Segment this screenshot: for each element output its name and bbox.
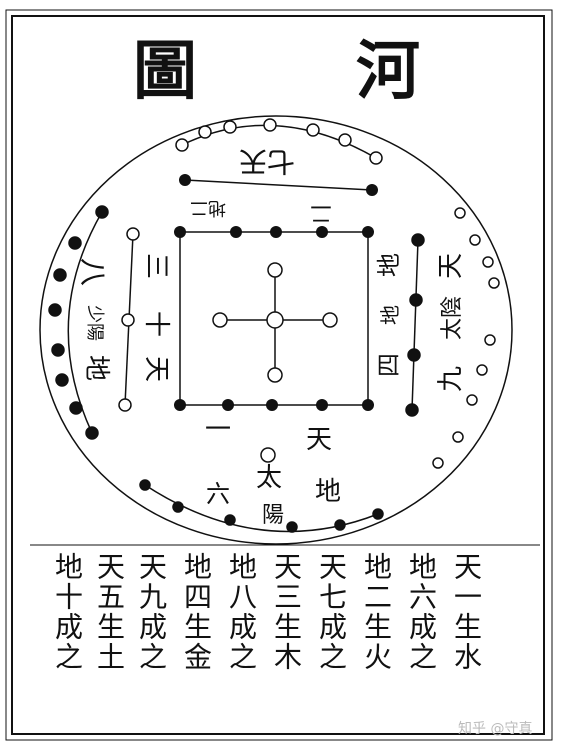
text-column-10: 地十成之 xyxy=(51,552,84,672)
label-bottom-yang-2: 陽 xyxy=(262,503,284,528)
text-column-5: 天三生木 xyxy=(270,552,303,672)
outer-border-thin xyxy=(5,9,553,741)
top-seven-dots xyxy=(175,118,383,165)
label-right-di: 地 xyxy=(375,253,403,277)
text-column-6: 地八成之 xyxy=(225,552,258,672)
text-column-9: 天五生土 xyxy=(93,552,126,672)
label-bottom-di: 地 xyxy=(315,477,341,507)
top-two-dots xyxy=(179,174,378,196)
label-left-di: 地 xyxy=(81,355,111,381)
label-top: 七天 xyxy=(239,145,295,178)
heaven-circle xyxy=(39,115,513,545)
outer-border xyxy=(11,15,545,735)
label-left-tian: 天 xyxy=(141,356,171,382)
circle-labels: 七天 地二 二 八 少陽 地 三 十 天 地 地 四 天 太陰 九 一 天 太 … xyxy=(76,145,466,528)
label-right-yin: 太陰 xyxy=(440,296,465,340)
text-column-1: 天一生水 xyxy=(450,552,483,672)
label-bottom-liu: 六 xyxy=(206,480,230,508)
earth-ten-dots xyxy=(174,226,374,411)
label-top-small: 地二 xyxy=(190,197,226,218)
label-right-mid: 地 xyxy=(378,305,402,325)
label-bottom-tian: 天 xyxy=(306,425,332,455)
title-char-right: 河 xyxy=(356,34,420,109)
text-column-2: 地六成之 xyxy=(405,552,438,672)
label-left-ten: 十 xyxy=(141,311,171,337)
bottom-one-dot xyxy=(260,447,276,463)
label-top-inner: 二 xyxy=(310,200,332,225)
text-column-3: 地二生火 xyxy=(360,552,393,672)
label-left-small: 少陽 xyxy=(84,305,105,341)
left-three-dots xyxy=(118,227,140,412)
left-eight-dots xyxy=(48,205,109,440)
title-char-left: 圖 xyxy=(133,34,197,109)
right-four-dots xyxy=(405,233,425,417)
label-right-tian: 天 xyxy=(436,253,466,279)
text-column-7: 地四生金 xyxy=(180,552,213,672)
text-column-8: 天九成之 xyxy=(135,552,168,672)
label-right-si: 四 xyxy=(375,353,403,377)
text-column-4: 天七成之 xyxy=(315,552,348,672)
label-right-nine: 九 xyxy=(436,366,466,392)
center-five-dots xyxy=(212,262,338,383)
label-bottom-one: 一 xyxy=(205,415,231,445)
label-bottom-yang-1: 太 xyxy=(256,463,282,493)
watermark: 知乎 @守真 xyxy=(458,721,533,737)
bottom-six-dots xyxy=(139,479,384,533)
label-left-mid: 三 xyxy=(141,253,171,279)
label-left-outer: 八 xyxy=(76,258,109,286)
right-nine-dots xyxy=(432,207,500,469)
